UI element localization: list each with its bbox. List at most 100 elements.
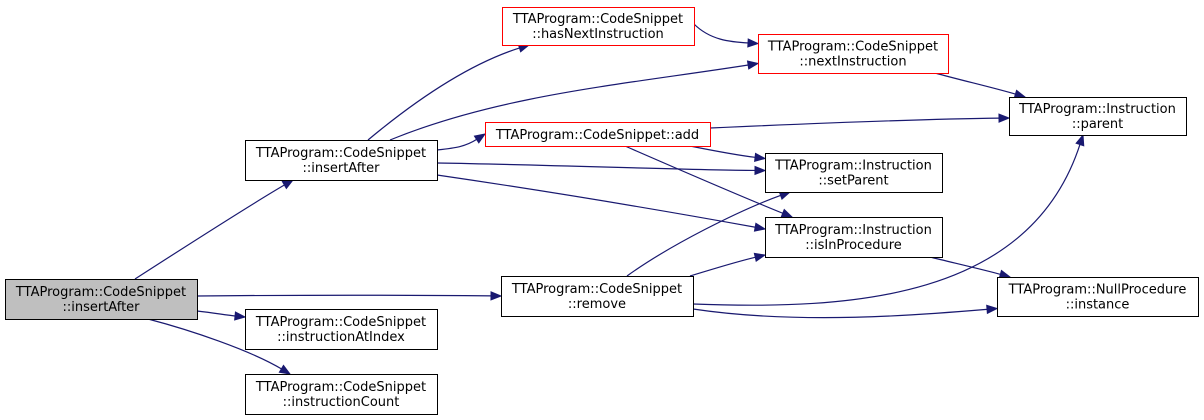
edge-insertAfter2-to-isInProcedure [436, 174, 767, 232]
edge-line [196, 310, 237, 317]
node-box [245, 140, 438, 181]
node-box [997, 277, 1199, 317]
node-label-line1: TTAProgram::CodeSnippet [255, 380, 426, 395]
node-label-line1: TTAProgram::Instruction [774, 223, 932, 238]
arrow-head [281, 179, 295, 190]
node-label-line2: ::remove [568, 297, 626, 312]
edge-root-to-insertAfter2 [134, 179, 295, 280]
edge-line [692, 143, 1081, 306]
edge-line [692, 308, 989, 319]
edge-insertAfter2-to-nextInstruction [389, 60, 760, 141]
edge-root-to-remove [196, 291, 503, 301]
node-box [1009, 97, 1187, 136]
node-label-line2: ::hasNextInstruction [532, 27, 664, 42]
arrow-head [986, 304, 999, 315]
node-label-line1: TTAProgram::CodeSnippet [512, 12, 683, 27]
node-box [765, 217, 943, 258]
node-box [765, 153, 943, 193]
node-label-line1: TTAProgram::NullProcedure [1008, 283, 1187, 298]
node-isInProcedure[interactable]: TTAProgram::Instruction::isInProcedure [765, 217, 943, 258]
edge-line [689, 145, 757, 159]
node-label-line2: ::instance [1066, 298, 1130, 313]
node-box [485, 122, 711, 147]
edge-line [134, 184, 286, 280]
edge-line [693, 23, 750, 44]
edge-line [436, 138, 478, 151]
arrow-head [278, 364, 292, 375]
arrow-head [1013, 89, 1027, 99]
node-label-line2: ::insertAfter [62, 300, 140, 315]
edge-root-to-instructionAtIndex [196, 310, 247, 321]
node-label-line1: TTAProgram::CodeSnippet [767, 40, 938, 55]
node-box [5, 279, 198, 320]
node-nullProcInstance[interactable]: TTAProgram::NullProcedure::instance [997, 277, 1199, 317]
node-box [501, 276, 694, 317]
node-root: TTAProgram::CodeSnippet::insertAfter [5, 279, 198, 320]
arrow-head [780, 208, 794, 218]
edge-line [147, 318, 283, 370]
node-instructionAtIndex[interactable]: TTAProgram::CodeSnippet::instructionAtIn… [245, 309, 438, 350]
node-remove[interactable]: TTAProgram::CodeSnippet::remove [501, 276, 694, 317]
arrow-head [746, 60, 760, 70]
edge-line [709, 117, 1001, 129]
node-label-line1: TTAProgram::CodeSnippet [511, 282, 682, 297]
arrow-head [473, 133, 487, 144]
node-label-line1: TTAProgram::CodeSnippet::add [495, 128, 699, 143]
edge-add-to-parent [709, 113, 1011, 129]
arrow-head [753, 222, 767, 232]
node-label-line2: ::nextInstruction [799, 55, 906, 70]
node-nextInstruction[interactable]: TTAProgram::CodeSnippet::nextInstruction [758, 34, 949, 74]
arrow-head [490, 291, 503, 301]
nodes-layer: TTAProgram::CodeSnippet::insertAfterTTAP… [5, 7, 1199, 415]
node-hasNextInstruction[interactable]: TTAProgram::CodeSnippet::hasNextInstruct… [502, 7, 695, 46]
edge-line [934, 72, 1017, 95]
arrow-head [754, 165, 767, 176]
arrow-head [753, 252, 767, 263]
arrow-head [754, 152, 767, 162]
node-label-line2: ::instructionAtIndex [277, 330, 405, 345]
node-label-line2: ::insertAfter [302, 161, 380, 176]
edge-line [624, 145, 784, 215]
node-label-line1: TTAProgram::Instruction [1018, 102, 1176, 117]
node-label-line1: TTAProgram::CodeSnippet [255, 146, 426, 161]
edge-add-to-isInProcedure [624, 145, 794, 218]
node-setParent[interactable]: TTAProgram::Instruction::setParent [765, 153, 943, 193]
edge-hasNextInstruction-to-nextInstruction [693, 23, 760, 48]
edge-add-to-setParent [689, 145, 767, 162]
edge-insertAfter2-to-setParent [436, 162, 767, 176]
edge-insertAfter2-to-hasNextInstruction [367, 43, 531, 141]
node-label-line1: TTAProgram::Instruction [774, 159, 932, 174]
node-box [245, 374, 438, 415]
node-instructionCount[interactable]: TTAProgram::CodeSnippet::instructionCoun… [245, 374, 438, 415]
node-box [502, 7, 695, 46]
edge-line [929, 256, 1002, 276]
edge-line [626, 194, 782, 277]
edge-remove-to-nullProcInstance [692, 304, 999, 319]
edge-line [389, 64, 750, 141]
node-label-line1: TTAProgram::CodeSnippet [15, 285, 186, 300]
arrow-head [1075, 133, 1085, 147]
arrow-head [747, 38, 760, 48]
node-box [758, 34, 949, 74]
node-insertAfter2[interactable]: TTAProgram::CodeSnippet::insertAfter [245, 140, 438, 181]
edge-root-to-instructionCount [147, 318, 292, 375]
arrow-head [234, 311, 247, 321]
edge-line [436, 174, 757, 228]
node-label-line2: ::isInProcedure [805, 238, 902, 253]
edge-insertAfter2-to-add [436, 133, 487, 151]
edge-remove-to-isInProcedure [689, 252, 767, 277]
edge-nextInstruction-to-parent [934, 72, 1027, 99]
edges-layer [134, 23, 1085, 375]
node-label-line1: TTAProgram::CodeSnippet [255, 315, 426, 330]
edge-line [196, 294, 493, 297]
edge-line [689, 256, 757, 277]
node-label-line2: ::setParent [818, 174, 888, 189]
edge-line [367, 47, 521, 141]
node-parent[interactable]: TTAProgram::Instruction::parent [1009, 97, 1187, 136]
node-label-line2: ::parent [1072, 117, 1123, 132]
edge-remove-to-parent [692, 133, 1085, 306]
node-add[interactable]: TTAProgram::CodeSnippet::add [485, 122, 711, 147]
node-box [245, 309, 438, 350]
node-label-line2: ::instructionCount [283, 395, 400, 410]
